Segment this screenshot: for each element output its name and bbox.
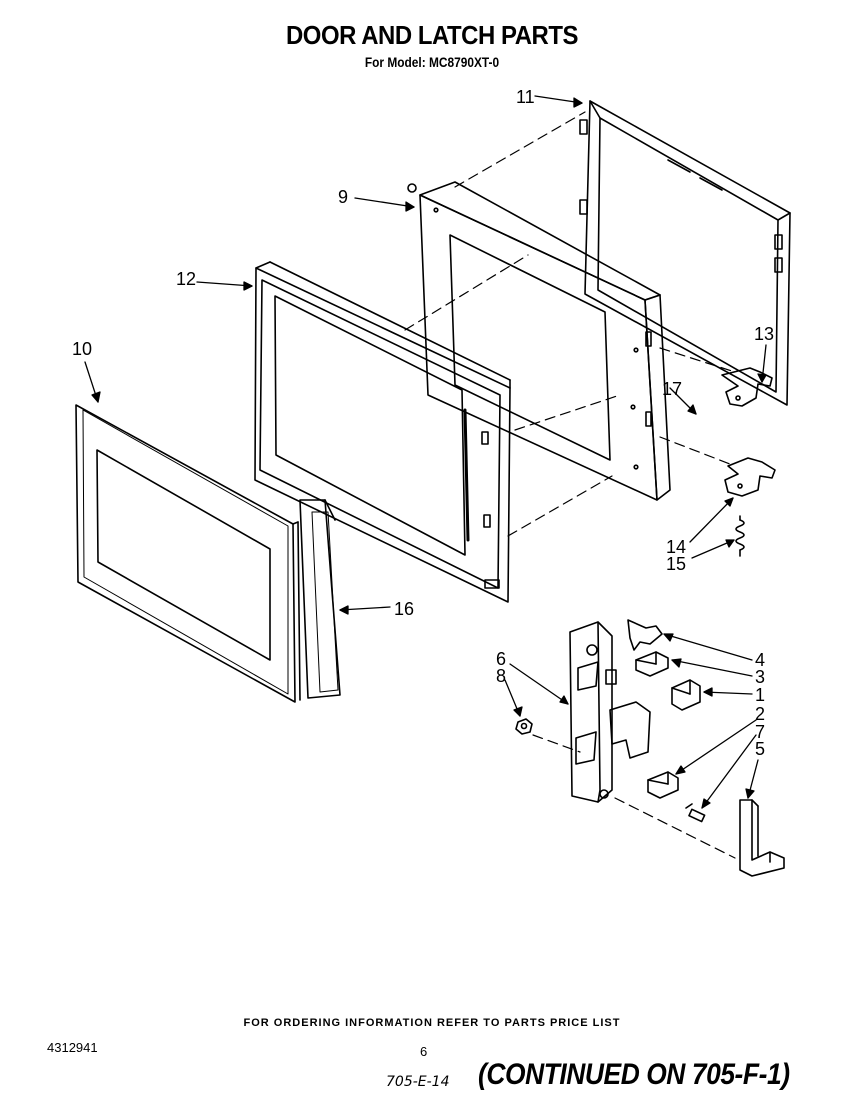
continued-note: (CONTINUED ON 705-F-1) [478,1058,790,1091]
page-title: DOOR AND LATCH PARTS [285,20,578,50]
part-14-lower-hook [724,457,776,497]
part-2-switch [647,771,679,799]
callout-4: 4 [755,650,766,670]
callout-15: 15 [666,554,687,574]
part-1-switch [671,679,701,711]
document-number: 4312941 [47,1040,98,1055]
callout-leaders [84,95,767,809]
part-4-switch-lever [627,619,663,651]
callout-17: 17 [662,379,683,399]
part-13-upper-hook [721,367,773,407]
part-16-choke-strip [299,499,341,699]
part-7-screw [685,803,706,823]
part-3-switch [635,651,669,677]
part-10-outer-door-panel [75,404,301,703]
callout-16: 16 [394,599,415,619]
part-6-latch-bracket [569,621,651,803]
part-11-door-frame [579,100,791,406]
callout-3: 3 [755,667,766,687]
model-subtitle: For Model: MC8790XT-0 [364,54,500,70]
assembly-guide-lines [404,111,736,859]
handwritten-reference: 705-E-14 [386,1074,450,1090]
callout-9: 9 [338,187,349,207]
callout-1: 1 [755,685,766,705]
callout-2: 2 [755,704,766,724]
page-number: 6 [420,1044,428,1059]
callout-13: 13 [754,324,775,344]
ordering-info-note: FOR ORDERING INFORMATION REFER TO PARTS … [243,1017,621,1029]
callout-10: 10 [72,339,93,359]
part-5-latch-actuator [739,799,785,877]
callout-8: 8 [496,666,507,686]
callout-12: 12 [176,269,197,289]
part-9-inner-panel [407,181,671,501]
callout-7: 7 [755,722,766,742]
callout-6: 6 [496,649,507,669]
callout-5: 5 [755,739,766,759]
callout-14: 14 [666,537,687,557]
part-8-nut [515,718,533,735]
callout-11: 11 [516,87,535,107]
part-15-spring [735,515,745,557]
part-12-door-shell [254,261,511,603]
